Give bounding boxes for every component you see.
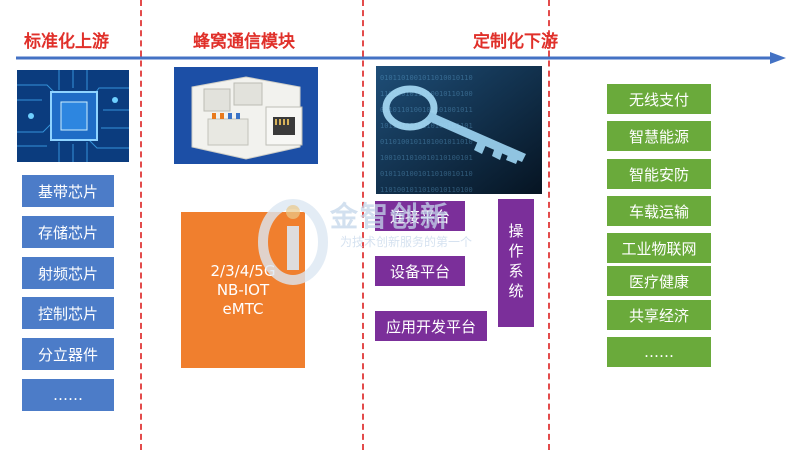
upstream-item: 控制芯片	[22, 297, 114, 329]
application-item: 车载运输	[607, 196, 711, 226]
svg-text:1001011010010110100101: 1001011010010110100101	[380, 154, 473, 162]
divider-3	[548, 0, 550, 450]
upstream-item: 分立器件	[22, 338, 114, 370]
timeline-arrow	[16, 52, 786, 64]
header-module: 蜂窝通信模块	[193, 32, 295, 52]
svg-text:0101101001011010010110: 0101101001011010010110	[380, 170, 473, 178]
svg-text:0110100101101001011010: 0110100101101001011010	[380, 138, 473, 146]
upstream-item: 存储芯片	[22, 216, 114, 248]
svg-text:1101001011010010110100: 1101001011010010110100	[380, 186, 473, 194]
upstream-item: 基带芯片	[22, 175, 114, 207]
os-box: 操作系统	[498, 199, 534, 327]
chip-image	[17, 70, 129, 162]
divider-1	[140, 0, 142, 450]
svg-text:0101101001011010010110: 0101101001011010010110	[380, 74, 473, 82]
header-downstream: 定制化下游	[473, 32, 558, 52]
divider-2	[362, 0, 364, 450]
watermark-title: 金智创新	[330, 200, 451, 233]
module-image	[174, 67, 318, 164]
upstream-item: 射频芯片	[22, 257, 114, 289]
application-item: ……	[607, 337, 711, 367]
platform-connect: 连接平台	[375, 201, 465, 231]
application-item: 工业物联网	[607, 233, 711, 263]
header-upstream: 标准化上游	[24, 32, 109, 52]
application-item: 智能安防	[607, 159, 711, 189]
svg-text:0010110100101101001011: 0010110100101101001011	[380, 106, 473, 114]
watermark-logo-icon	[258, 199, 328, 285]
application-item: 智慧能源	[607, 121, 711, 151]
application-item: 医疗健康	[607, 266, 711, 296]
module-standard-emtc: eMTC	[222, 299, 264, 318]
application-item: 无线支付	[607, 84, 711, 114]
application-item: 共享经济	[607, 300, 711, 330]
watermark-subtitle: 为技术创新服务的第一个	[340, 235, 473, 249]
platform-device: 设备平台	[375, 256, 465, 286]
os-label: 操作系统	[506, 223, 525, 303]
module-standards-box: 2/3/4/5G NB-IOT eMTC	[181, 212, 305, 368]
module-standard-gen: 2/3/4/5G	[210, 261, 276, 280]
platform-app-dev: 应用开发平台	[375, 311, 487, 341]
upstream-item: ……	[22, 379, 114, 411]
key-image: 0101101001011010010110 11010010110100101…	[376, 66, 542, 194]
module-standard-nbiot: NB-IOT	[216, 280, 270, 299]
